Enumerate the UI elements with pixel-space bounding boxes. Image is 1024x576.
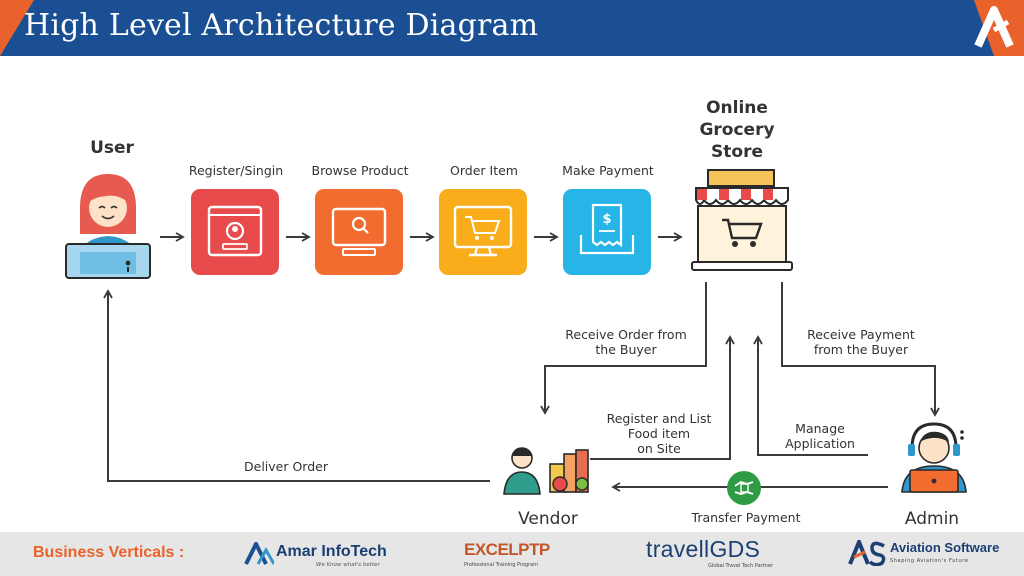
vendor-label: Vendor — [518, 509, 578, 529]
edge-register-list-line1: Register and List — [606, 411, 712, 426]
payment-receipt-icon: $ — [579, 203, 635, 255]
edge-manage-line2: Application — [785, 436, 855, 451]
aviation-software-logo[interactable]: Aviation Software Shaping Aviation's Fut… — [848, 538, 1012, 570]
browse-search-icon — [331, 207, 387, 256]
store-icon — [691, 169, 793, 271]
login-screen-icon — [207, 205, 263, 257]
step-register-label: Register/Singin — [188, 163, 284, 178]
edge-receive-order-label: Receive Order from the Buyer — [553, 327, 699, 357]
travellgds-logo[interactable]: travellGDS Global Travel Tech Partner — [646, 536, 774, 570]
aviation-logo-tagline: Shaping Aviation's Future — [890, 558, 969, 564]
store-label-line2: Grocery — [699, 120, 775, 140]
page-title: High Level Architecture Diagram — [24, 8, 539, 43]
amar-logo-name: Amar InfoTech — [276, 543, 387, 560]
edge-register-list-line3: on Site — [637, 441, 681, 456]
store-label: Online Grocery Store — [682, 97, 792, 163]
header-accent — [0, 0, 34, 56]
edge-deliver-order-label: Deliver Order — [244, 459, 328, 474]
step-order-tile — [439, 189, 527, 275]
edge-manage-label: Manage Application — [768, 421, 872, 451]
travellgds-logo-tagline: Global Travel Tech Partner — [708, 563, 773, 569]
edge-receive-payment-line2: from the Buyer — [813, 342, 909, 357]
user-icon — [65, 174, 151, 279]
edge-manage-line1: Manage — [795, 421, 845, 436]
user-label: User — [90, 138, 134, 158]
money-transfer-icon — [727, 471, 761, 505]
edge-receive-payment-line1: Receive Payment — [807, 327, 915, 342]
travellgds-logo-name: travellGDS — [646, 536, 761, 562]
store-label-line1: Online — [706, 98, 768, 118]
cart-screen-icon — [453, 205, 513, 257]
footer-bar: Business Verticals : Amar InfoTech We Kn… — [0, 532, 1024, 576]
edge-register-list-line2: Food item — [627, 426, 691, 441]
admin-icon — [901, 422, 967, 493]
company-logo-icon — [974, 0, 1024, 56]
edge-receive-order-line1: Receive Order from — [565, 327, 687, 342]
aviation-logo-icon — [848, 540, 886, 566]
amar-infotech-logo[interactable]: Amar InfoTech We Know what's better — [244, 540, 387, 570]
step-browse-tile — [315, 189, 403, 275]
edge-receive-payment-label: Receive Payment from the Buyer — [790, 327, 932, 357]
amar-logo-tagline: We Know what's better — [316, 562, 380, 568]
header-bar: High Level Architecture Diagram — [0, 0, 1024, 56]
step-order-label: Order Item — [450, 163, 518, 178]
step-payment-label: Make Payment — [562, 163, 654, 178]
step-register-tile — [191, 189, 279, 275]
excelptp-logo[interactable]: EXCELPTP Professional Training Program — [464, 538, 556, 570]
edge-transfer-payment-label: Transfer Payment — [691, 510, 801, 525]
business-verticals-label: Business Verticals : — [33, 544, 185, 561]
vendor-icon — [503, 447, 589, 495]
store-label-line3: Store — [711, 142, 763, 162]
admin-label: Admin — [904, 509, 960, 529]
svg-text:$: $ — [602, 212, 611, 227]
excelptp-logo-name: EXCELPTP — [464, 540, 550, 559]
excelptp-logo-tagline: Professional Training Program — [464, 562, 539, 568]
aviation-logo-name: Aviation Software — [890, 540, 1000, 555]
amar-logo-icon — [244, 542, 274, 565]
step-browse-label: Browse Product — [311, 163, 409, 178]
step-payment-tile: $ — [563, 189, 651, 275]
edge-register-list-label: Register and List Food item on Site — [596, 411, 722, 456]
edge-receive-order-line2: the Buyer — [595, 342, 657, 357]
